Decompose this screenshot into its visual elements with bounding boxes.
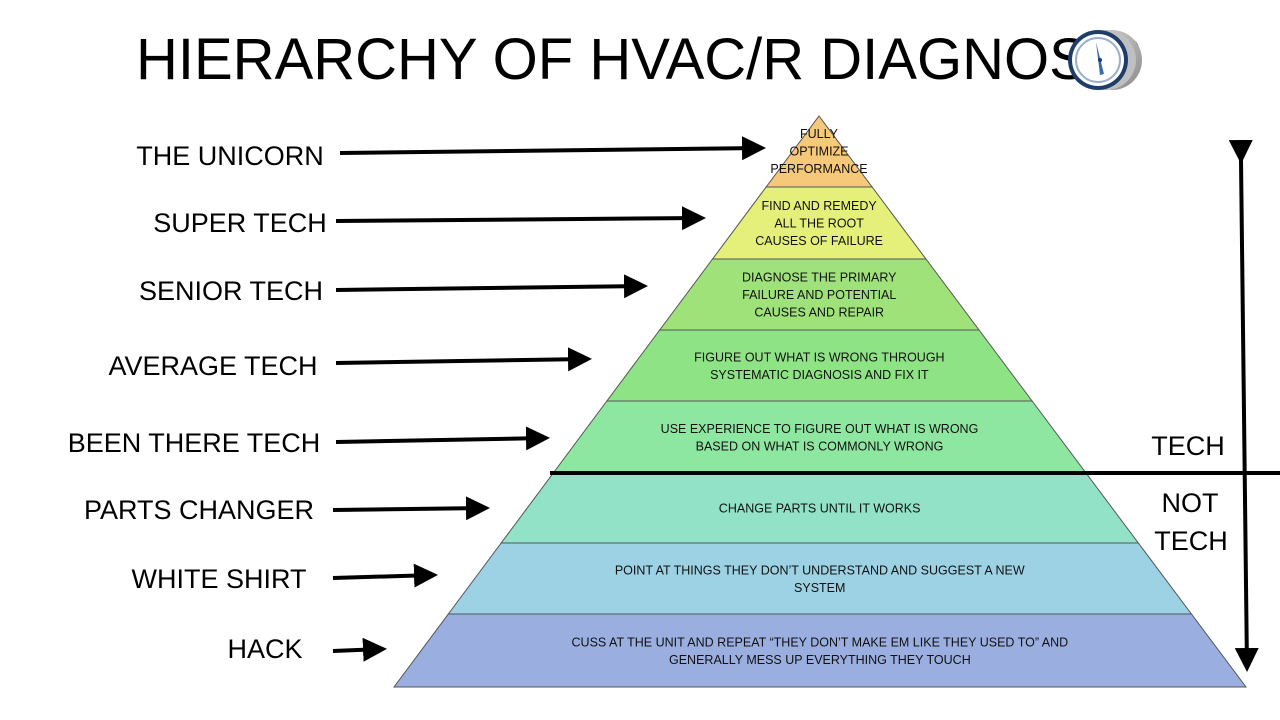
pyramid-band-7 [447, 542, 1193, 615]
rank-arrow-6 [332, 496, 490, 521]
pyramid-band-texts: FULLY OPTIMIZE PERFORMANCE FIND AND REMEDY A… [572, 127, 1069, 667]
band-1-text-line-1: FULLY [800, 127, 839, 141]
rank-arrow-1 [339, 136, 766, 161]
compass-gauge-logo-icon [1068, 30, 1142, 90]
band-7-text-line-2: SYSTEM [794, 581, 845, 595]
band-7-text-line-1: POINT AT THINGS THEY DON’T UNDERSTAND AN… [615, 563, 1025, 577]
rank-label-5: BEEN THERE TECH [68, 428, 321, 458]
rank-label-7: WHITE SHIRT [132, 564, 307, 594]
band-3-text-line-2: FAILURE AND POTENTIAL [742, 288, 896, 302]
rank-arrow-7 [332, 563, 438, 588]
rank-label-4: AVERAGE TECH [108, 351, 317, 381]
rank-arrow-8 [332, 637, 387, 662]
rank-arrow-3 [335, 274, 648, 299]
rank-arrow-2 [335, 206, 706, 231]
pyramid-bands [393, 115, 1247, 688]
page-title: HIERARCHY OF HVAC/R DIAGNOSIS [136, 27, 1143, 92]
band-1-text-line-2: OPTIMIZE [789, 145, 848, 159]
band-8-text-line-1: CUSS AT THE UNIT AND REPEAT “THEY DON’T … [572, 635, 1069, 649]
rank-arrow-4 [335, 347, 592, 372]
tech-scale-axis [1228, 139, 1259, 672]
band-8-text-line-2: GENERALLY MESS UP EVERYTHING THEY TOUCH [669, 653, 971, 667]
pyramid-band-8 [393, 613, 1247, 688]
band-6-text-line-1: CHANGE PARTS UNTIL IT WORKS [719, 502, 921, 516]
pyramid-band-4 [605, 329, 1034, 402]
band-2-text-line-3: CAUSES OF FAILURE [755, 234, 883, 248]
band-4-text-line-2: SYSTEMATIC DIAGNOSIS AND FIX IT [710, 368, 929, 382]
rank-arrows [332, 136, 766, 662]
band-1-text-line-3: PERFORMANCE [770, 162, 867, 176]
rank-arrow-5 [335, 426, 550, 451]
tech-label: TECH [1151, 431, 1225, 461]
rank-labels: THE UNICORN SUPER TECH SENIOR TECH AVERAGE … [68, 141, 327, 664]
pyramid-band-5 [552, 400, 1087, 474]
not-label: NOT [1162, 488, 1219, 518]
band-2-text-line-1: FIND AND REMEDY [761, 199, 877, 213]
band-5-text-line-1: USE EXPERIENCE TO FIGURE OUT WHAT IS WRO… [661, 422, 979, 436]
band-3-text-line-1: DIAGNOSE THE PRIMARY [742, 271, 897, 285]
band-5-text-line-2: BASED ON WHAT IS COMMONLY WRONG [696, 439, 944, 453]
not-tech-label: TECH [1154, 526, 1228, 556]
rank-label-8: HACK [227, 634, 302, 664]
rank-label-1: THE UNICORN [136, 141, 324, 171]
band-2-text-line-2: ALL THE ROOT [774, 217, 864, 231]
rank-label-3: SENIOR TECH [139, 276, 323, 306]
band-4-text-line-1: FIGURE OUT WHAT IS WRONG THROUGH [694, 350, 944, 364]
rank-label-6: PARTS CHANGER [84, 495, 314, 525]
band-3-text-line-3: CAUSES AND REPAIR [754, 306, 884, 320]
rank-label-2: SUPER TECH [153, 208, 327, 238]
